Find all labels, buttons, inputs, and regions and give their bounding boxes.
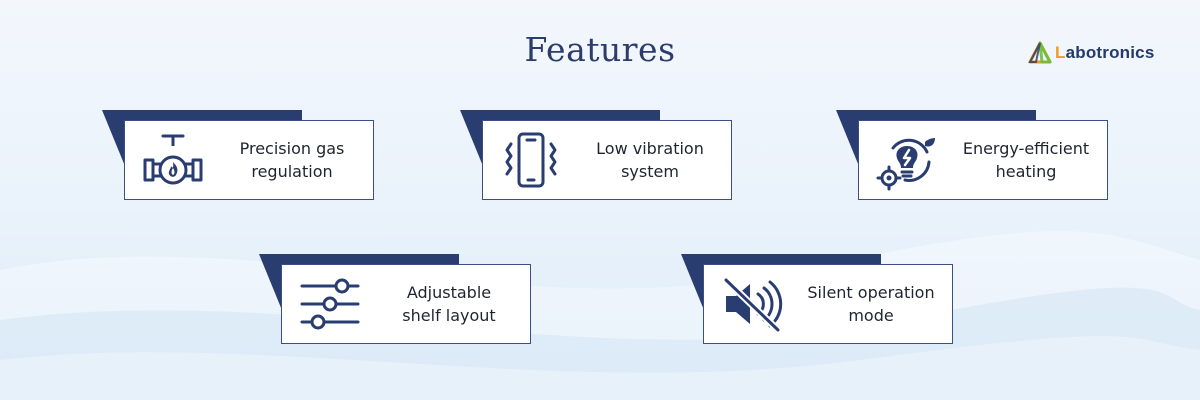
feature-label: Energy-efficient heating bbox=[962, 139, 1090, 181]
card-box: Precision gas regulation bbox=[124, 120, 374, 200]
feature-label: Adjustable shelf layout bbox=[402, 283, 496, 325]
card-box: Energy-efficient heating bbox=[858, 120, 1108, 200]
gas-valve-flame-icon bbox=[125, 121, 221, 199]
feature-label: Low vibration system bbox=[596, 139, 704, 181]
vibrating-phone-icon bbox=[483, 121, 579, 199]
feature-card-silent: Silent operation mode bbox=[681, 254, 953, 344]
speaker-muted-icon bbox=[704, 265, 800, 343]
feature-card-gas: Precision gas regulation bbox=[102, 110, 374, 200]
feature-label: Silent operation mode bbox=[807, 283, 935, 325]
feature-card-energy: Energy-efficient heating bbox=[836, 110, 1108, 200]
brand-logo: Labotronics bbox=[1028, 40, 1155, 66]
sliders-icon bbox=[282, 265, 378, 343]
feature-label: Precision gas regulation bbox=[239, 139, 345, 181]
card-box: Silent operation mode bbox=[703, 264, 953, 344]
card-box: Adjustable shelf layout bbox=[281, 264, 531, 344]
page-title: Features bbox=[524, 30, 676, 69]
brand-name: Labotronics bbox=[1055, 43, 1155, 62]
feature-card-vibration: Low vibration system bbox=[460, 110, 732, 200]
feature-card-shelf: Adjustable shelf layout bbox=[259, 254, 531, 344]
card-box: Low vibration system bbox=[482, 120, 732, 200]
lightbulb-gear-leaf-icon bbox=[859, 121, 955, 199]
triangle-logo-icon bbox=[1028, 41, 1052, 64]
